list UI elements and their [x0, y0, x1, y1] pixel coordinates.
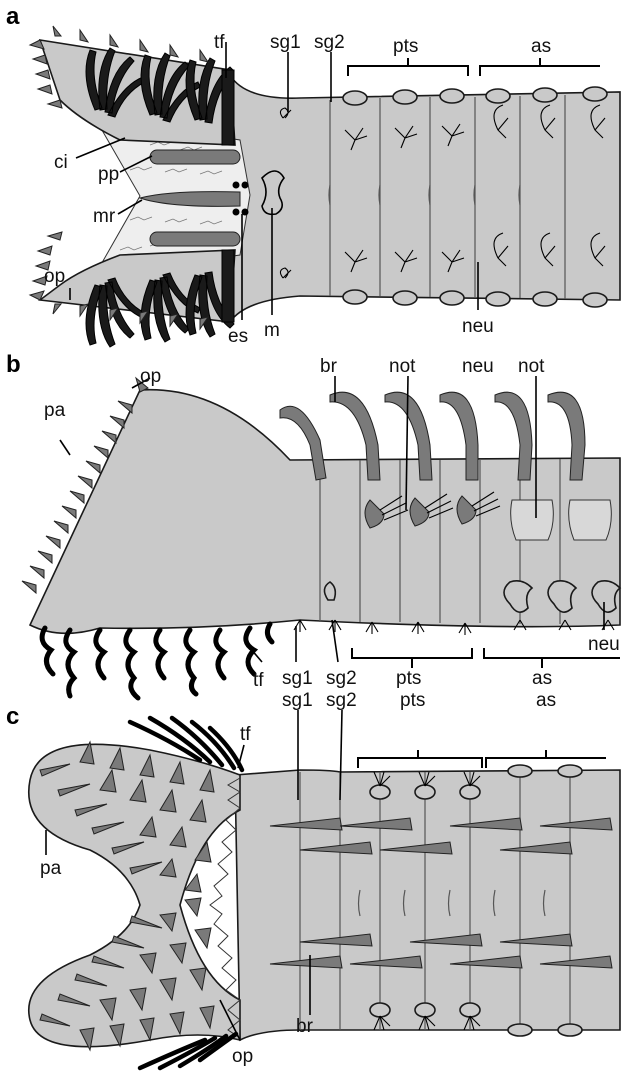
- label-pp: pp: [98, 164, 119, 185]
- label-m: m: [264, 320, 280, 341]
- label-tf-c: tf: [240, 724, 251, 745]
- label-neu-b2: neu: [588, 634, 620, 655]
- label-tf: tf: [214, 32, 225, 53]
- panel-c: c: [6, 690, 620, 1068]
- label-sg1-c: sg1: [282, 690, 313, 711]
- label-sg1: sg1: [270, 32, 301, 53]
- label-es: es: [228, 326, 248, 347]
- panel-c-body: [235, 770, 620, 1040]
- label-ci: ci: [54, 152, 68, 173]
- panel-c-bracket-as: [486, 750, 606, 768]
- label-as-c: as: [536, 690, 556, 711]
- panel-a-bracket-pts: [348, 58, 468, 76]
- label-neu-b: neu: [462, 356, 494, 377]
- label-as-b: as: [532, 668, 552, 689]
- panel-b-bracket-pts: [352, 648, 472, 668]
- label-pts: pts: [393, 36, 418, 57]
- panel-b-label: b: [6, 351, 21, 378]
- panel-a-bracket-as: [480, 58, 600, 76]
- label-op: op: [44, 266, 65, 287]
- panel-b: b: [6, 351, 620, 698]
- panel-a-pp-upper: [150, 150, 240, 164]
- label-pa: pa: [44, 400, 66, 421]
- panel-c-label: c: [6, 703, 19, 730]
- label-mr: mr: [93, 206, 116, 227]
- panel-b-tentacles: [42, 624, 272, 698]
- label-as: as: [531, 36, 551, 57]
- label-op-c: op: [232, 1046, 253, 1067]
- label-sg1-b: sg1: [282, 668, 313, 689]
- panel-a-body: [225, 75, 620, 322]
- label-sg2-c: sg2: [326, 690, 357, 711]
- panel-a-pp-lower: [150, 232, 240, 246]
- label-br-c: br: [296, 1016, 314, 1037]
- label-not-2: not: [518, 356, 545, 377]
- label-pts-b: pts: [396, 668, 421, 689]
- label-op-b: op: [140, 366, 161, 387]
- label-br-b: br: [320, 356, 338, 377]
- label-not-1: not: [389, 356, 416, 377]
- panel-a-label: a: [6, 3, 20, 30]
- panel-a: a: [6, 3, 620, 347]
- panel-c-bracket-pts: [358, 750, 482, 768]
- label-pts-c: pts: [400, 690, 425, 711]
- label-sg2: sg2: [314, 32, 345, 53]
- label-pa-c: pa: [40, 858, 62, 879]
- label-sg2-b: sg2: [326, 668, 357, 689]
- label-tf-b: tf: [253, 670, 264, 691]
- label-neu: neu: [462, 316, 494, 337]
